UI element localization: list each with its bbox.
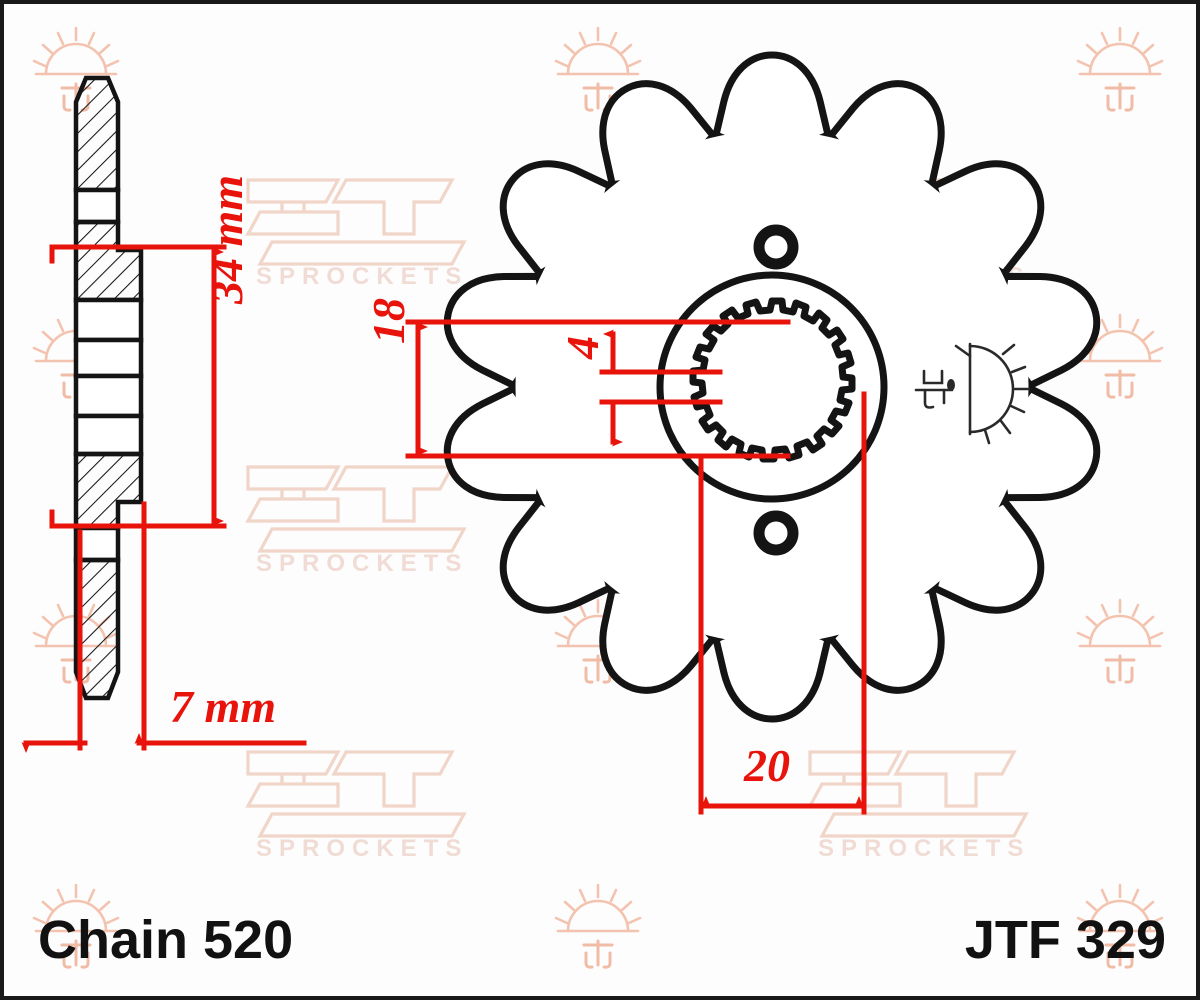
section-bore-band	[73, 297, 144, 343]
section-tooth-top	[73, 75, 121, 193]
dimension-label-34mm: 34 mm	[201, 174, 252, 304]
jt-sprockets-watermark	[246, 750, 470, 864]
section-web-upper	[73, 187, 121, 225]
dimension-label-18: 18	[363, 298, 414, 344]
jt-sprockets-watermark	[246, 178, 470, 292]
chain-size-label: Chain 520	[38, 910, 294, 970]
section-bore-band	[73, 413, 144, 457]
section-bore-band	[73, 373, 144, 419]
jt-sprockets-watermark	[246, 465, 470, 579]
front-dimensions	[405, 319, 867, 815]
jt-brand-stamp-icon	[914, 342, 1031, 445]
front-view	[443, 51, 1101, 723]
technical-drawing-canvas: SPROCKETS	[21, 26, 1164, 969]
section-view	[73, 75, 144, 701]
section-bore-band	[73, 337, 144, 379]
dimension-label-7mm: 7 mm	[170, 681, 277, 732]
sunburst-icon	[1076, 598, 1164, 684]
section-flange-lower	[73, 451, 144, 531]
splined-bore	[689, 297, 856, 463]
section-dimensions	[21, 244, 307, 753]
section-flange-upper	[73, 219, 144, 303]
section-tooth-bottom	[73, 557, 121, 701]
bolt-hole	[753, 510, 799, 556]
sunburst-icon	[1076, 26, 1164, 112]
sprocket-teeth-group	[443, 51, 1101, 723]
bolt-hole	[753, 224, 799, 270]
dimension-label-20: 20	[744, 740, 790, 791]
sunburst-icon	[554, 883, 642, 969]
dimension-label-4: 4	[557, 336, 608, 359]
part-number-label: JTF 329	[964, 910, 1166, 970]
